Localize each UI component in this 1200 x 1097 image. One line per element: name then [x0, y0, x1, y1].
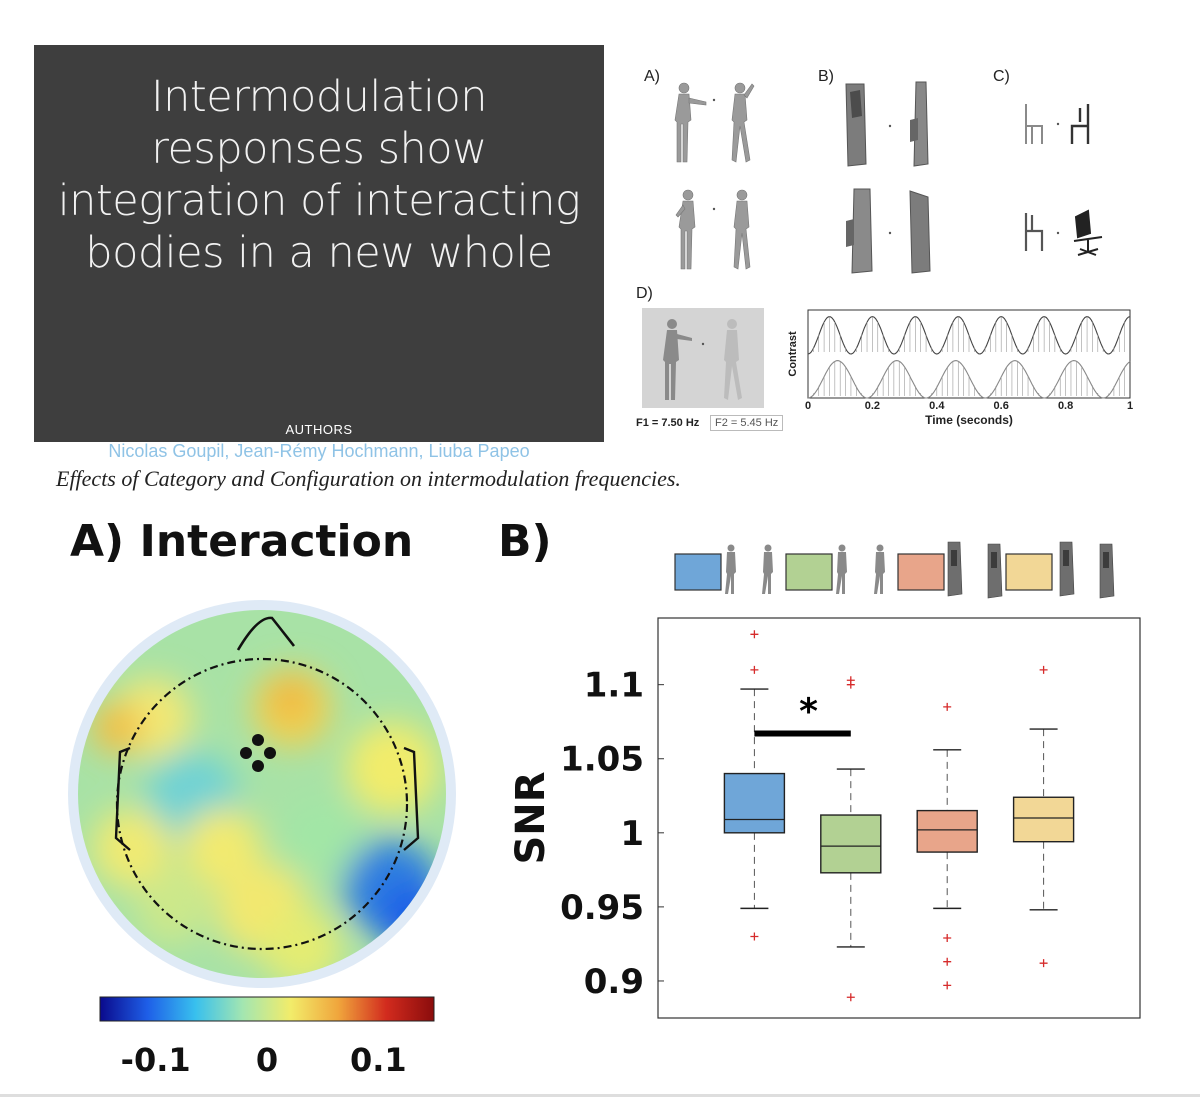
time-tick-label: 1: [1127, 400, 1133, 412]
topomap-blob: [92, 808, 172, 888]
highlighted-electrode: [240, 747, 252, 759]
legend-swatch-1: [674, 553, 722, 591]
figure-caption: Effects of Category and Configuration on…: [56, 466, 681, 491]
box-3: [916, 809, 978, 853]
legend-pictogram-body: [836, 544, 847, 594]
topomap-blob: [378, 884, 446, 952]
f2-label: F2 = 5.45 Hz: [710, 415, 784, 431]
y-tick-label: 1: [620, 814, 644, 854]
time-tick-label: 0.8: [1058, 400, 1073, 412]
outlier-marker: [943, 981, 952, 990]
legend-pictogram-machine: [947, 541, 963, 597]
y-tick-label: 0.95: [560, 888, 644, 928]
machine-pair-image: [845, 81, 929, 167]
topomap-blob: [346, 722, 438, 814]
authors-heading: AUTHORS: [285, 422, 353, 437]
body-pair-facing-image: [674, 82, 755, 163]
time-tick-label: 0.2: [865, 400, 880, 412]
outlier-marker: [1039, 665, 1048, 674]
time-chart-ylabel: Contrast: [787, 331, 799, 377]
outlier-marker: [943, 702, 952, 711]
legend-swatch-3: [897, 553, 945, 591]
box-4: [1012, 796, 1075, 843]
colorbar: [99, 996, 435, 1022]
highlighted-electrode: [252, 760, 264, 772]
y-tick-label: 0.9: [584, 962, 644, 1002]
box-1: [723, 772, 786, 834]
legend-pictogram-body: [874, 544, 885, 594]
outlier-marker: [846, 993, 855, 1002]
legend-pictogram-machine: [1059, 541, 1075, 597]
colorbar-tick-label: 0.1: [350, 1041, 407, 1079]
time-tick-label: 0.4: [929, 400, 945, 412]
y-axis-label: SNR: [508, 771, 554, 864]
time-tick-label: 0.6: [994, 400, 1009, 412]
stimulus-frame-image: [642, 308, 764, 408]
highlighted-electrode: [252, 734, 264, 746]
colorbar-tick-label: -0.1: [121, 1041, 191, 1079]
stimuli-label-c: C): [993, 68, 1010, 85]
chair-pair-image: [1025, 104, 1090, 144]
highlighted-electrode: [264, 747, 276, 759]
outlier-marker: [750, 630, 759, 639]
topomap-surface: [78, 610, 446, 978]
colorbar-tick-label: 0: [256, 1041, 278, 1079]
right-ear-outline: [403, 746, 420, 851]
nose-outline: [236, 616, 296, 651]
topomap-blobs: [91, 668, 446, 978]
significance-star: *: [799, 692, 818, 733]
boxplot-title: B): [498, 516, 552, 567]
f1-label: F1 = 7.50 Hz: [636, 417, 700, 429]
chair-pair-away-image: [1024, 209, 1103, 256]
y-tick-label: 1.05: [560, 740, 644, 780]
outlier-marker: [943, 957, 952, 966]
outlier-marker: [846, 676, 855, 685]
topomap-title: A) Interaction: [70, 516, 414, 567]
stimuli-label-b: B): [818, 68, 834, 85]
machine-pair-away-image: [846, 188, 931, 274]
legend-pictogram-machine: [987, 543, 1003, 599]
outlier-marker: [943, 934, 952, 942]
topomap-blob: [272, 680, 308, 716]
outlier-marker: [750, 665, 759, 674]
left-ear-outline: [114, 746, 131, 851]
legend-pictogram-machine: [1099, 543, 1115, 599]
title-card: Intermodulation responses show integrati…: [34, 45, 604, 461]
topomap-interaction: -0.1 0 0.1: [68, 600, 456, 1079]
legend-pictogram-body: [725, 544, 736, 594]
stimuli-label-d: D): [636, 285, 653, 302]
time-tick-label: 0: [805, 400, 811, 412]
paper-title: Intermodulation responses show integrati…: [57, 72, 581, 278]
y-tick-label: 1.1: [584, 666, 644, 706]
time-chart-xlabel: Time (seconds): [925, 413, 1013, 427]
legend-swatch-4: [1005, 553, 1053, 591]
outlier-marker: [750, 932, 759, 941]
legend-pictogram-body: [762, 544, 773, 594]
box-2: [820, 814, 882, 874]
topomap-blob: [136, 872, 208, 944]
outlier-marker: [1039, 959, 1048, 968]
legend-swatch-2: [785, 553, 833, 591]
topomap-blob: [91, 702, 143, 754]
body-pair-facing-away-image: [675, 189, 751, 270]
bottom-rule: [0, 1094, 1200, 1097]
authors-names: Nicolas Goupil, Jean-Rémy Hochmann, Liub…: [108, 441, 530, 461]
stimuli-label-a: A): [644, 68, 660, 85]
topomap-blob: [282, 798, 362, 878]
